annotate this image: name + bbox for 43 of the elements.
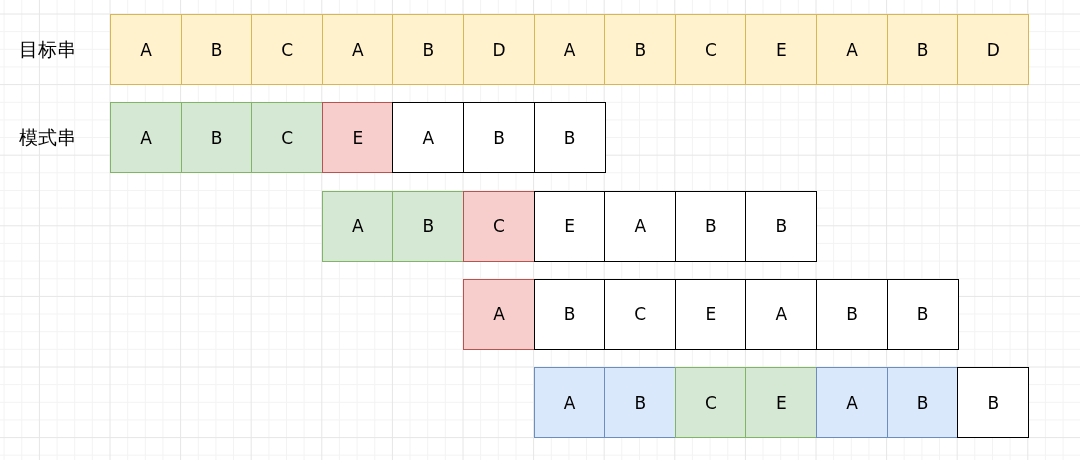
- letter-cell: A: [533, 14, 606, 85]
- letter-cell: E: [533, 190, 606, 262]
- letter-cell: B: [957, 367, 1030, 439]
- letter-cell: B: [180, 14, 253, 85]
- letter-cell: C: [251, 102, 324, 174]
- letter-cell: B: [886, 278, 959, 350]
- letter-cell: C: [604, 278, 677, 350]
- letter-cell: B: [674, 190, 747, 262]
- letter-cell: A: [745, 278, 818, 350]
- row-label: 目标串: [19, 36, 76, 61]
- letter-cell: C: [463, 190, 536, 262]
- letter-cell: B: [886, 367, 959, 439]
- letter-cell: B: [392, 14, 465, 85]
- letter-cell: A: [110, 14, 183, 85]
- letter-cell: A: [604, 190, 677, 262]
- letter-cell: B: [533, 278, 606, 350]
- letter-cell: B: [604, 367, 677, 439]
- row-label: 模式串: [19, 124, 76, 149]
- letter-cell: B: [392, 190, 465, 262]
- letter-cell: E: [674, 278, 747, 350]
- letter-cell: A: [816, 367, 889, 439]
- letter-cell: A: [110, 102, 183, 174]
- letter-cell: A: [533, 367, 606, 439]
- letter-cell: C: [674, 14, 747, 85]
- letter-cell: E: [321, 102, 394, 174]
- letter-cell: A: [816, 14, 889, 85]
- letter-cell: E: [745, 367, 818, 439]
- letter-cell: E: [745, 14, 818, 85]
- letter-cell: A: [392, 102, 465, 174]
- letter-cell: A: [321, 14, 394, 85]
- letter-cell: D: [463, 14, 536, 85]
- letter-cell: B: [533, 102, 606, 174]
- letter-cell: B: [886, 14, 959, 85]
- letter-cell: C: [251, 14, 324, 85]
- letter-cell: A: [463, 278, 536, 350]
- letter-cell: B: [180, 102, 253, 174]
- letter-cell: C: [674, 367, 747, 439]
- letter-cell: B: [745, 190, 818, 262]
- letter-cell: D: [957, 14, 1030, 85]
- letter-cell: B: [463, 102, 536, 174]
- letter-cell: A: [321, 190, 394, 262]
- letter-cell: B: [816, 278, 889, 350]
- letter-cell: B: [604, 14, 677, 85]
